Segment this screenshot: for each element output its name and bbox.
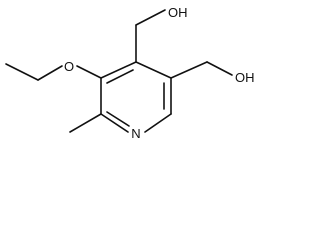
double-bond-c2-n1 bbox=[106, 111, 130, 127]
bond-ch2-ch3 bbox=[5, 63, 39, 81]
bond-ch2-oh-right bbox=[206, 61, 233, 76]
double-bond-c3-c4 bbox=[106, 69, 134, 84]
bond-c6-n1 bbox=[144, 113, 172, 133]
bond-n1-c2 bbox=[100, 113, 129, 133]
ether-oxygen-label: O bbox=[64, 59, 74, 74]
bond-ch2-oh-top bbox=[135, 9, 166, 26]
bond-c3-o bbox=[76, 65, 102, 79]
bond-c4-c5 bbox=[135, 61, 172, 79]
bond-c3-c4 bbox=[100, 61, 137, 79]
bond-methyl bbox=[69, 113, 102, 133]
bond-o-ch2 bbox=[37, 65, 63, 81]
hydroxyl-right-label: OH bbox=[235, 70, 255, 85]
ring-nitrogen-label: N bbox=[131, 126, 140, 141]
molecular-structure: N O OH OH bbox=[5, 5, 255, 141]
hydroxyl-top-label: OH bbox=[168, 5, 188, 20]
bond-c5-ch2 bbox=[170, 61, 208, 79]
